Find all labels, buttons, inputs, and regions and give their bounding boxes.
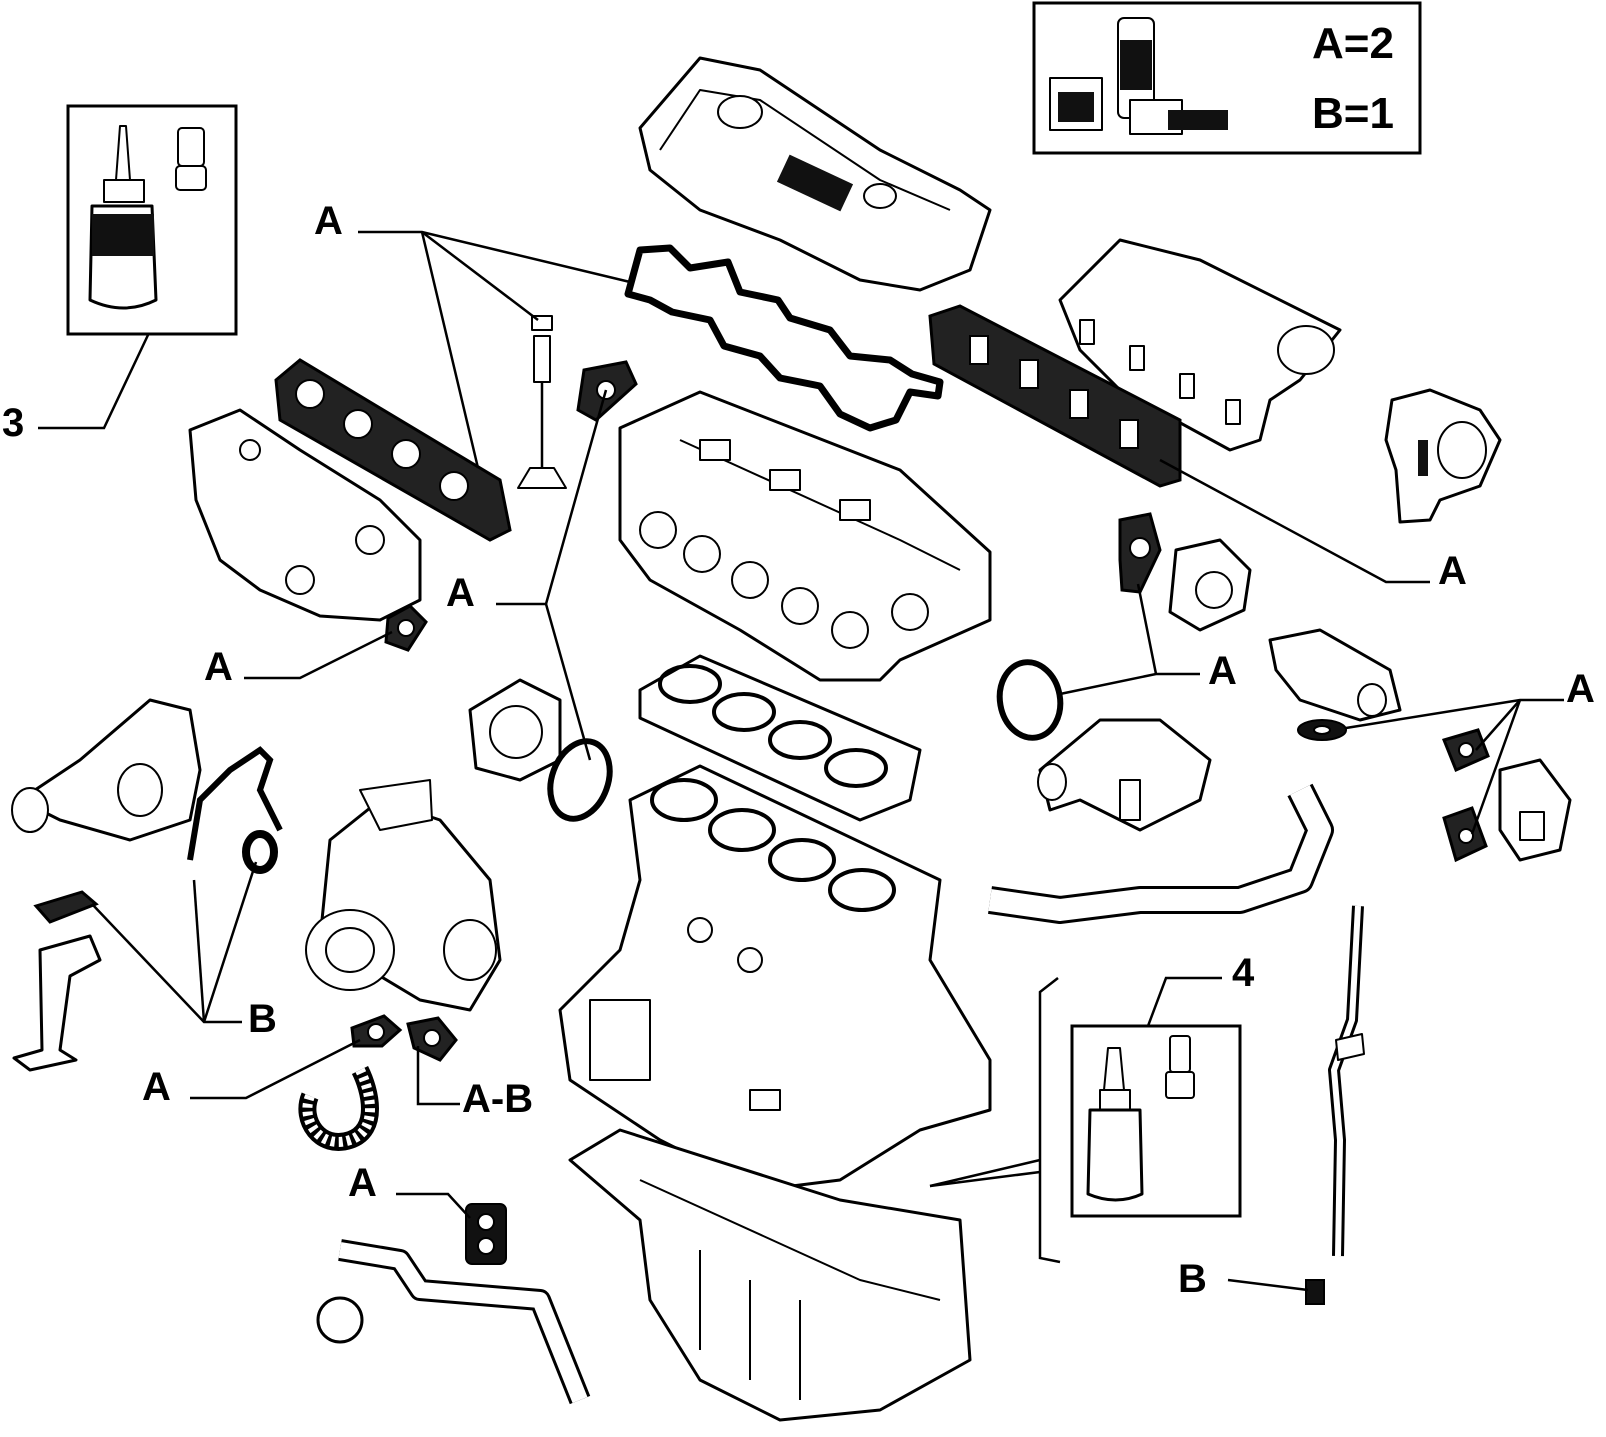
callout-labels: A A A B A A-B A A A A B [142,199,1595,1301]
egr-elbow [1498,758,1572,862]
cylinder-head-gasket [638,654,922,822]
exhaust-manifold [188,408,422,622]
callout-a-coolant-pipe: A [348,1161,377,1205]
quantity-legend: A=2 B=1 [1032,1,1422,155]
throttle-body [1384,388,1502,524]
legend-a-quantity: A=2 [1312,19,1394,68]
sealant-bottle-icon [1086,1035,1195,1202]
callout-kit-4: 4 [1232,951,1255,995]
turbo-oil-return-pipe [298,1065,379,1151]
callout-ab-turbo: A-B [462,1077,533,1121]
oil-pickup-gasket [33,890,99,924]
crankshaft-oil-seal [242,830,278,874]
egr-pipe-gasket-upper [1441,728,1490,772]
turbocharger [305,779,502,1012]
callout-a-thermostat: A [1208,649,1237,693]
callout-kit-3: 3 [2,401,24,445]
coolant-pipe [316,1239,591,1405]
oil-pickup [12,934,102,1072]
sealant-kit-3: 3 [2,104,238,445]
callout-a-water-outlet: A [446,571,475,615]
exhaust-manifold-gasket [274,358,512,542]
leader-lines [91,230,1564,1292]
callout-a-valve-cover: A [314,199,343,243]
sealant-kit-4: 4 [929,951,1255,1264]
callout-b-drain-plug: B [1178,1257,1207,1301]
valve-assembly [517,315,567,489]
callout-a-turbo: A [142,1065,171,1109]
intake-manifold-gasket [928,304,1182,488]
cylinder-head-cover [638,56,992,292]
turbo-inlet-gasket [350,1014,403,1048]
exhaust-pipe-gasket [384,604,428,652]
cylinder-head-cover-gasket [624,244,944,432]
cylinder-head [618,390,992,682]
callout-a-intake: A [1438,549,1467,593]
callout-a-exhaust: A [204,645,233,689]
egr-valve-gasket [1297,719,1347,741]
thermostat-o-ring [996,659,1064,741]
vacuum-pump [1168,538,1252,632]
turbo-outlet-gasket [406,1016,458,1062]
intake-manifold [1058,238,1342,452]
thermostat-gasket [1118,512,1162,594]
legend-b-quantity: B=1 [1312,89,1394,138]
timing-cover [11,698,202,842]
water-pump [468,678,562,782]
egr-valve [1268,628,1402,722]
callout-b-timing: B [248,997,277,1041]
callout-a-egr: A [1566,667,1595,711]
timing-cover-gasket [187,746,283,861]
sealant-bottle-icon [88,125,207,310]
thermostat-housing [1037,718,1212,832]
dipstick-tube [1328,905,1365,1257]
oil-sump [568,1128,972,1422]
sealant-kit-icon [1049,17,1228,135]
engine-block [558,764,992,1192]
coolant-pipe-gasket [465,1203,507,1265]
water-pump-o-ring [547,738,613,822]
drain-plug [1305,1279,1325,1305]
egr-pipe [988,783,1334,924]
